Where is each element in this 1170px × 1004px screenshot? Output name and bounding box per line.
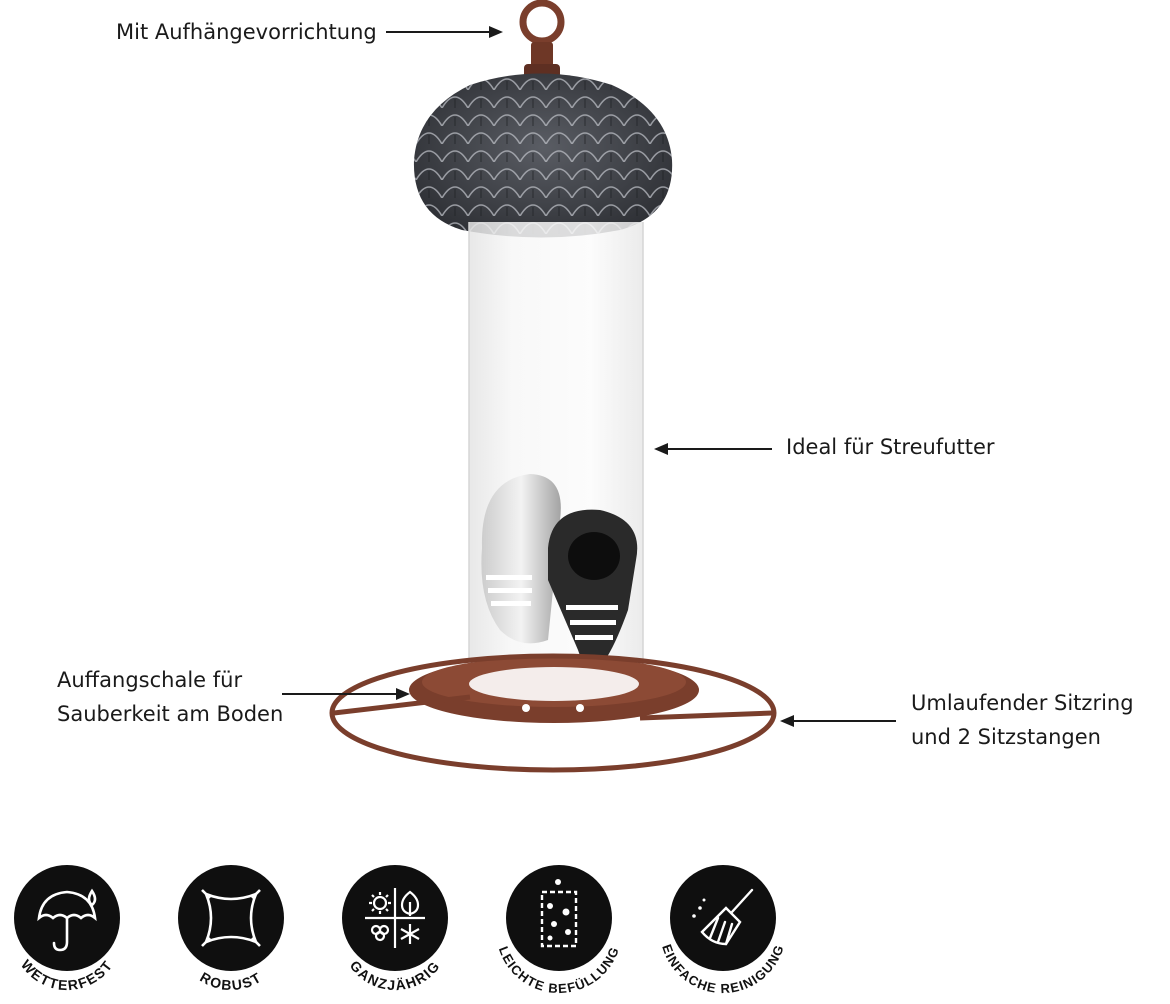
broom-icon (692, 888, 754, 946)
svg-text:ROBUST: ROBUST (197, 969, 264, 994)
four-seasons-icon (365, 888, 425, 948)
callout-hanger: Mit Aufhängevorrichtung (116, 15, 377, 49)
feature-badge-wetterfest: WETTERFEST (0, 860, 142, 1004)
callout-hanger-text: Mit Aufhängevorrichtung (116, 20, 377, 44)
callout-tray-line-2: Sauberkeit am Boden (57, 702, 284, 726)
robust-frame-icon (201, 889, 261, 947)
callout-ring-line-1: Umlaufender Sitzring (911, 691, 1134, 715)
callout-feed-text: Ideal für Streufutter (786, 435, 995, 459)
callout-arrows (282, 26, 896, 727)
feeding-port (548, 509, 638, 706)
feature-badge-einfache-reinigung: EINFACHE REINIGUNG (648, 860, 798, 1004)
feature-badge-robust: ROBUST (156, 860, 306, 1004)
hanger-ring (519, 0, 565, 78)
callout-tray: Auffangschale für Sauberkeit am Boden (57, 663, 283, 731)
feature-badge-ganzjaehrig: GANZJÄHRIG (320, 860, 470, 1004)
perch-ring (329, 653, 777, 773)
callout-ring-line-2: und 2 Sitzstangen (911, 725, 1101, 749)
acorn-cap (413, 73, 673, 238)
feature-label-robust: ROBUST (197, 969, 263, 994)
filling-jar-icon (540, 879, 578, 948)
inner-feeding-port (481, 474, 561, 644)
callout-ring: Umlaufender Sitzring und 2 Sitzstangen (911, 686, 1134, 754)
callout-tray-line-1: Auffangschale für (57, 668, 243, 692)
catch-tray (409, 657, 699, 723)
callout-feed: Ideal für Streufutter (786, 430, 995, 464)
feature-badge-leichte-befuellung: LEICHTE BEFÜLLUNG (484, 860, 634, 1004)
umbrella-icon (37, 888, 97, 952)
